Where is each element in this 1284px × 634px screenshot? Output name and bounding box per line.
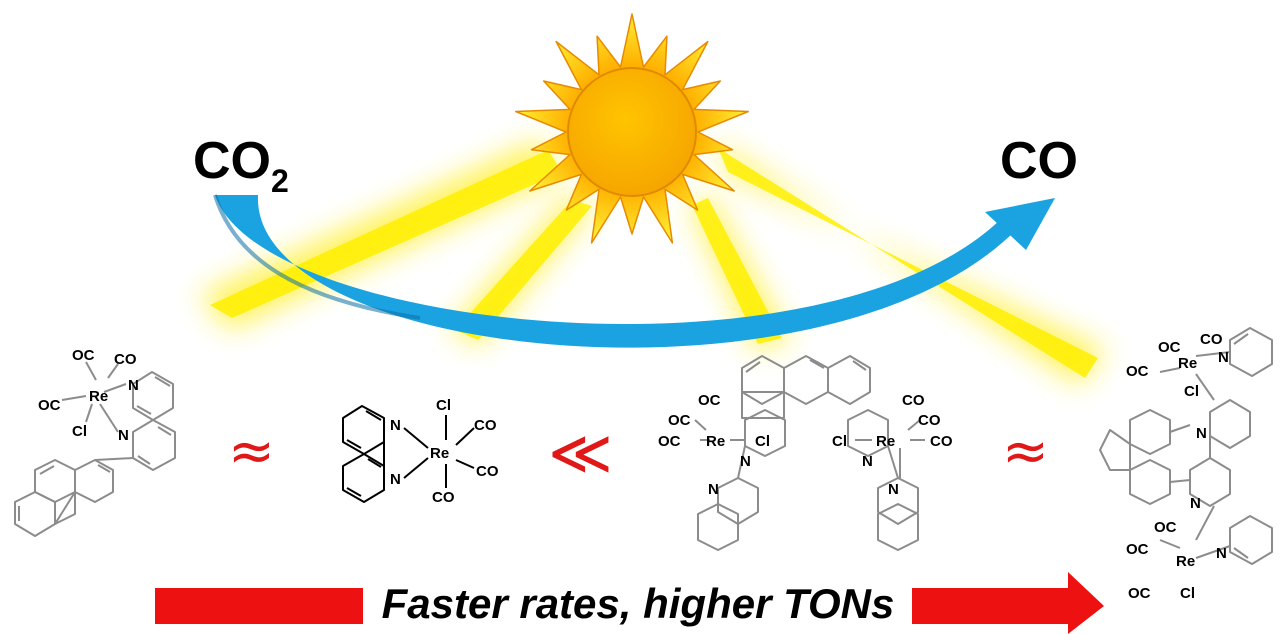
conversion-arrow xyxy=(213,194,1055,348)
relation-much-less: ≪ xyxy=(548,416,613,489)
nitrogen-atom: N xyxy=(740,453,751,470)
sun-icon xyxy=(515,13,749,244)
nitrogen-atom: N xyxy=(118,427,129,444)
rhenium-atom: Re xyxy=(1178,355,1197,372)
ligand-cl: Cl xyxy=(1180,585,1195,602)
light-beam xyxy=(210,150,562,318)
complex-anthracene-dinuclear: OC OC OC Re Cl N N Cl Re CO CO CO N N xyxy=(658,355,953,551)
ligand-co: CO xyxy=(114,351,137,368)
sun-core xyxy=(567,67,697,197)
rhenium-atom: Re xyxy=(89,388,108,405)
ligand-cl: Cl xyxy=(1184,383,1199,400)
ligand-cl: Cl xyxy=(832,433,847,450)
ligand-oc: OC xyxy=(72,347,95,364)
light-beam xyxy=(455,200,592,340)
ligand-oc: OC xyxy=(668,412,691,429)
trend-label: Faster rates, higher TONs xyxy=(382,580,895,627)
nitrogen-atom: N xyxy=(1216,545,1227,562)
complex-re-bipyridine: N N Re Cl CO CO CO xyxy=(342,397,499,506)
rhenium-atom: Re xyxy=(1176,553,1195,570)
relation-approx-right: ≈ xyxy=(1002,419,1049,484)
nitrogen-atom: N xyxy=(1218,349,1229,366)
ligand-oc: OC xyxy=(698,392,721,409)
trend-arrow: Faster rates, higher TONs xyxy=(155,572,1104,634)
nitrogen-atom: N xyxy=(390,471,401,488)
ligand-oc: OC xyxy=(38,397,61,414)
product-co: CO xyxy=(1000,132,1078,190)
ligand-co: CO xyxy=(930,433,953,450)
ligand-oc: OC xyxy=(1126,541,1149,558)
ligand-cl: Cl xyxy=(755,433,770,450)
ligand-oc: OC xyxy=(1126,363,1149,380)
ligand-oc: OC xyxy=(1154,519,1177,536)
ligand-co: CO xyxy=(918,412,941,429)
complex-anthracenyl-bipyridine: OC CO OC Re N N Cl xyxy=(14,347,176,537)
light-beams xyxy=(200,140,1105,385)
ligand-co: CO xyxy=(902,392,925,409)
trend-arrow-tail xyxy=(155,588,363,624)
rhenium-atom: Re xyxy=(430,445,449,462)
conversion-arrowhead xyxy=(985,198,1055,250)
ligand-cl: Cl xyxy=(72,423,87,440)
ligand-co: CO xyxy=(476,463,499,480)
rhenium-atom: Re xyxy=(706,433,725,450)
rhenium-atom: Re xyxy=(876,433,895,450)
nitrogen-atom: N xyxy=(862,453,873,470)
ligand-oc: OC xyxy=(1128,585,1151,602)
nitrogen-atom: N xyxy=(1190,495,1201,512)
nitrogen-atom: N xyxy=(888,481,899,498)
trend-arrowhead xyxy=(1068,572,1104,634)
ligand-co: CO xyxy=(1200,331,1223,348)
nitrogen-atom: N xyxy=(708,481,719,498)
ligand-cl: Cl xyxy=(436,397,451,414)
reactant-co2: CO2 xyxy=(193,132,289,199)
nitrogen-atom: N xyxy=(128,377,139,394)
relation-approx-left: ≈ xyxy=(228,419,275,484)
ligand-co: CO xyxy=(432,489,455,506)
ligand-oc: OC xyxy=(1158,339,1181,356)
ligand-co: CO xyxy=(474,417,497,434)
nitrogen-atom: N xyxy=(390,417,401,434)
light-beam xyxy=(692,198,782,344)
nitrogen-atom: N xyxy=(1196,425,1207,442)
trend-arrow-shaft xyxy=(912,588,1070,624)
light-beam xyxy=(718,148,1098,378)
complex-stacked-dinuclear: OC CO OC Re N Cl N N OC OC Re N OC Cl xyxy=(1099,327,1273,602)
ligand-oc: OC xyxy=(658,433,681,450)
